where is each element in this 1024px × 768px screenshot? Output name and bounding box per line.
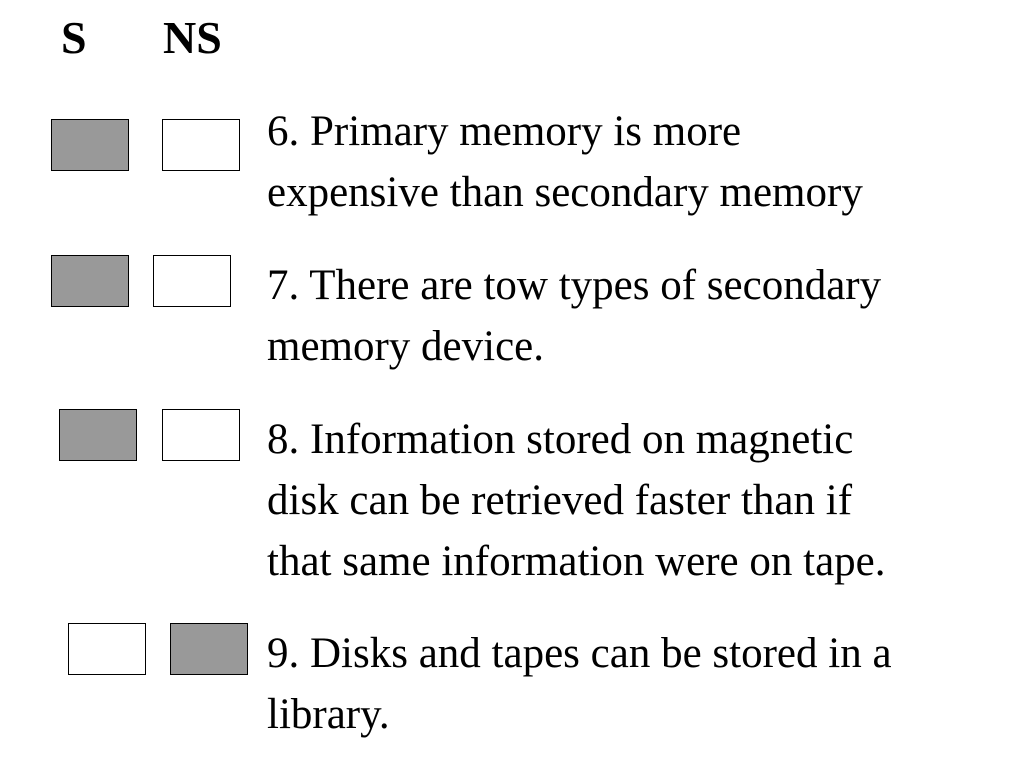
item-7-s-checkbox[interactable] bbox=[51, 255, 129, 307]
item-9-s-checkbox[interactable] bbox=[68, 623, 146, 675]
item-7-statement: 7. There are tow types of secondary memo… bbox=[267, 262, 882, 370]
item-9-statement: 9. Disks and tapes can be stored in a li… bbox=[267, 630, 892, 738]
item-8-s-checkbox[interactable] bbox=[59, 409, 137, 461]
item-9-ns-checkbox[interactable] bbox=[170, 623, 248, 675]
item-6-statement: 6. Primary memory is more expensive than… bbox=[267, 108, 863, 216]
column-header-s: S bbox=[61, 12, 87, 63]
item-6-ns-checkbox[interactable] bbox=[162, 119, 240, 171]
item-8-statement: 8. Information stored on magnetic disk c… bbox=[267, 416, 886, 585]
item-8-ns-checkbox[interactable] bbox=[162, 409, 240, 461]
item-7-ns-checkbox[interactable] bbox=[153, 255, 231, 307]
item-6-s-checkbox[interactable] bbox=[51, 119, 129, 171]
column-header-ns: NS bbox=[163, 12, 222, 63]
